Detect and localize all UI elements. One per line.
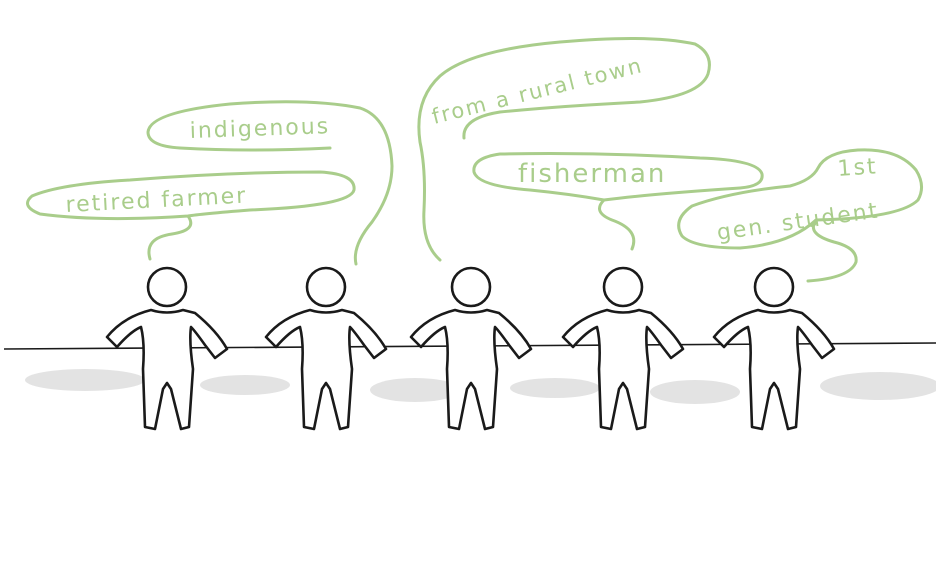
bubble-first-gen: [677, 148, 923, 283]
bubble-fisherman: [472, 152, 764, 251]
bubble-rural-town: [417, 36, 711, 262]
label-first-gen-line2: gen. student: [715, 198, 880, 246]
speech-bubbles: [26, 36, 923, 283]
label-indigenous: indigenous: [189, 114, 330, 144]
label-fisherman: fisherman: [518, 159, 666, 189]
person-4: [561, 266, 685, 431]
ground: [3, 342, 936, 404]
label-rural-town: from a rural town: [429, 53, 645, 129]
people: [105, 266, 836, 431]
bubble-retired-farmer: [26, 170, 356, 261]
person-3: [409, 266, 533, 431]
person-2: [264, 266, 388, 431]
label-first-gen-line1: 1st: [837, 154, 879, 182]
bubble-indigenous: [146, 100, 394, 266]
person-5: [712, 266, 836, 431]
